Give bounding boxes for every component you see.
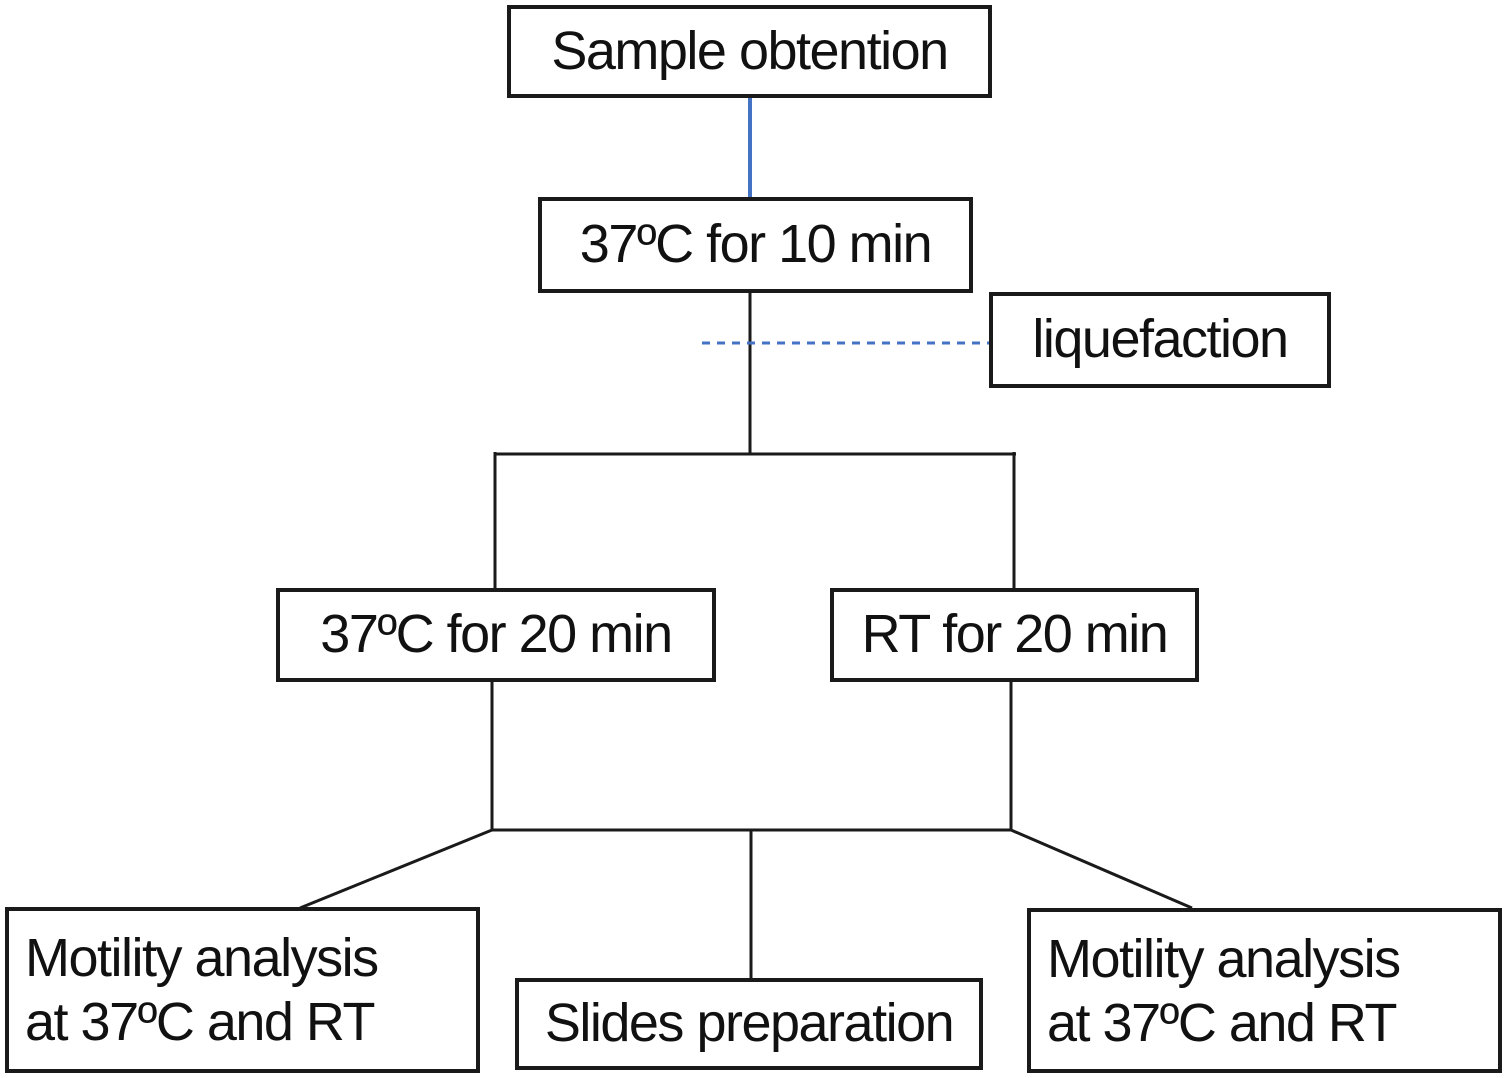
node-liquefaction-label: liquefaction <box>1032 309 1289 370</box>
node-37c-10min-label: 37ºC for 10 min <box>579 214 933 275</box>
node-motility-left: Motility analysis at 37ºC and RT <box>5 907 480 1073</box>
connector-diagonal-right-motility <box>1010 828 1193 910</box>
node-37c-20min: 37ºC for 20 min <box>276 588 716 682</box>
node-sample-obtention-label: Sample obtention <box>551 20 949 81</box>
node-liquefaction: liquefaction <box>989 292 1331 388</box>
node-rt-20min: RT for 20 min <box>830 588 1199 682</box>
node-motility-left-label: Motility analysis at 37ºC and RT <box>25 928 379 1052</box>
node-slides-preparation: Slides preparation <box>515 978 983 1070</box>
node-sample-obtention: Sample obtention <box>507 5 992 98</box>
node-motility-right-label: Motility analysis at 37ºC and RT <box>1047 928 1401 1053</box>
node-37c-10min: 37ºC for 10 min <box>538 197 973 293</box>
node-slides-preparation-label: Slides preparation <box>544 993 955 1054</box>
node-motility-right: Motility analysis at 37ºC and RT <box>1027 908 1502 1073</box>
node-rt-20min-label: RT for 20 min <box>861 604 1169 665</box>
connector-diagonal-left-motility <box>299 828 493 910</box>
node-37c-20min-label: 37ºC for 20 min <box>320 604 673 665</box>
